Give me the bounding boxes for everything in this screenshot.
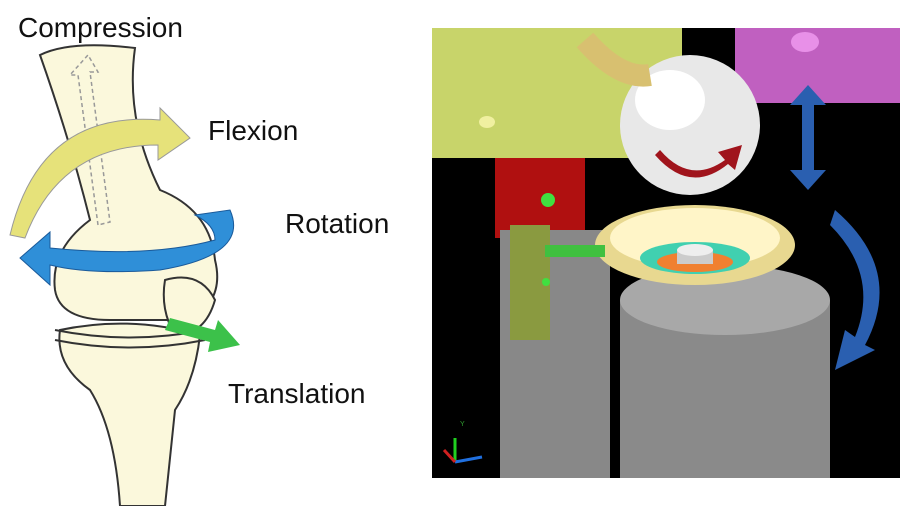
label-compression: Compression: [18, 12, 183, 43]
label-flexion: Flexion: [208, 115, 299, 146]
vertical-arrow-blue: [790, 85, 826, 190]
flexion-arrow: [9, 106, 191, 239]
red-bracket: [495, 158, 585, 238]
translation-arrow: [165, 318, 240, 352]
rotation-arrow: [19, 209, 235, 287]
knee-illustration: [38, 44, 219, 506]
rotation-arrow-blue: [830, 210, 880, 370]
compression-arrow: [68, 53, 111, 226]
test-rig-render: Y: [432, 28, 900, 478]
label-translation: Translation: [228, 378, 366, 409]
rotation-arrow-red: [655, 145, 742, 178]
label-rotation: Rotation: [285, 208, 390, 239]
tibia: [58, 322, 202, 506]
axis-y-label: Y: [460, 421, 465, 428]
axis-triad: Y: [442, 421, 483, 464]
